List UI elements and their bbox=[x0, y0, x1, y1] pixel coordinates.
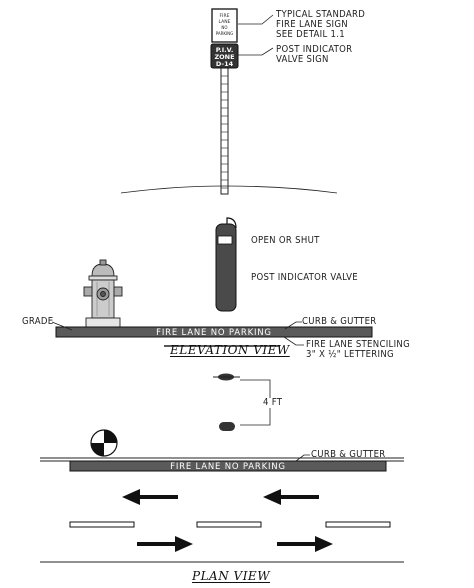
sign-post bbox=[220, 67, 229, 195]
callout-stenciling-line2: 3" X ½" LETTERING bbox=[306, 349, 394, 360]
callout-open-or-shut: OPEN OR SHUT bbox=[251, 235, 320, 246]
arrow-left-2 bbox=[263, 489, 319, 505]
piv-zone-sign: P.I.V. ZONE D-14 bbox=[210, 43, 239, 69]
hydrant-plan-symbol bbox=[90, 429, 118, 457]
callout-grade: GRADE bbox=[22, 316, 54, 327]
traffic-arrows-right bbox=[137, 536, 333, 552]
callout-curb-gutter-plan: CURB & GUTTER bbox=[311, 449, 386, 460]
elevation-view-title: ELEVATION VIEW bbox=[170, 343, 290, 357]
callout-stenciling: FIRE LANE STENCILING 3" X ½" LETTERING bbox=[306, 340, 410, 360]
fire-lane-sign-line1: FIRE bbox=[220, 13, 230, 19]
callout-piv-sign-line2: VALVE SIGN bbox=[276, 54, 329, 65]
fire-lane-sign-line4: PARKING bbox=[216, 31, 234, 36]
callout-piv-sign-line1: POST INDICATOR bbox=[276, 44, 353, 55]
elevation-curb: FIRE LANE NO PARKING bbox=[55, 326, 373, 338]
lane-dash-3 bbox=[325, 521, 391, 528]
lane-dash-2 bbox=[196, 521, 262, 528]
fire-lane-sign: FIRE LANE NO PARKING bbox=[211, 8, 238, 43]
callout-post-indicator-valve: POST INDICATOR VALVE bbox=[251, 272, 358, 283]
fire-lane-sign-line2: LANE bbox=[219, 19, 231, 25]
piv-sign-line1: P.I.V. bbox=[216, 46, 234, 54]
post-indicator-valve bbox=[215, 217, 237, 312]
plan-sign-post-symbol bbox=[213, 373, 240, 381]
sign-leaders bbox=[238, 14, 274, 56]
plan-curb: FIRE LANE NO PARKING bbox=[40, 457, 404, 472]
fire-lane-sign-line3: NO bbox=[221, 25, 227, 30]
fire-hydrant bbox=[83, 259, 123, 328]
lane-dash-1 bbox=[69, 521, 135, 528]
elevation-stencil-text: FIRE LANE NO PARKING bbox=[156, 328, 272, 338]
plan-view-title: PLAN VIEW bbox=[192, 569, 271, 583]
callout-typical-sign: TYPICAL STANDARD FIRE LANE SIGN SEE DETA… bbox=[276, 10, 365, 40]
plan-stencil-text: FIRE LANE NO PARKING bbox=[170, 462, 286, 472]
elevation-leaders bbox=[51, 321, 304, 346]
traffic-arrows-left bbox=[122, 489, 319, 505]
callout-piv-sign: POST INDICATOR VALVE SIGN bbox=[276, 45, 352, 65]
ground-line bbox=[120, 185, 338, 194]
callout-typical-sign-line1: TYPICAL STANDARD bbox=[276, 9, 366, 20]
callout-dimension: 4 FT bbox=[262, 397, 284, 408]
callout-typical-sign-line2: FIRE LANE SIGN bbox=[276, 19, 348, 30]
lane-dashes bbox=[69, 521, 391, 528]
callout-curb-gutter-elevation: CURB & GUTTER bbox=[302, 316, 377, 327]
callout-typical-sign-line3: SEE DETAIL 1.1 bbox=[276, 29, 346, 40]
callout-stenciling-line1: FIRE LANE STENCILING bbox=[306, 339, 411, 350]
arrow-right-1 bbox=[137, 536, 193, 552]
piv-sign-line2: ZONE bbox=[214, 53, 234, 61]
arrow-right-2 bbox=[277, 536, 333, 552]
plan-curb-leader bbox=[295, 454, 310, 462]
arrow-left-1 bbox=[122, 489, 178, 505]
piv-sign-line3: D-14 bbox=[216, 60, 234, 68]
plan-valve-symbol bbox=[219, 422, 235, 431]
